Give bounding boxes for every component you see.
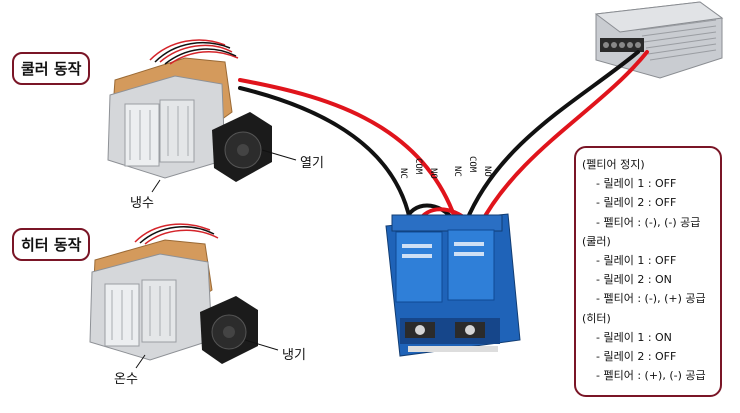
info-item: - 릴레이 2 : OFF xyxy=(596,196,677,210)
info-item: - 릴레이 1 : OFF xyxy=(596,254,677,268)
pin-label: COM xyxy=(413,158,423,175)
info-item: - 펠티어 : (-), (+) 공급 xyxy=(596,292,706,306)
pin-label: NC xyxy=(398,168,408,179)
warm-water-label: 온수 xyxy=(114,372,138,387)
info-item: - 릴레이 2 : ON xyxy=(596,273,672,287)
info-item: - 릴레이 1 : ON xyxy=(596,330,672,344)
relay-state-info-box: (펠티어 정지) - 릴레이 1 : OFF - 릴레이 2 : OFF - 펠… xyxy=(574,146,722,397)
relay-board xyxy=(385,213,521,357)
pin-label: NC xyxy=(452,166,462,177)
section-heading-cooler: (쿨러) xyxy=(582,234,611,248)
cold-release-label: 냉기 xyxy=(282,348,306,363)
section-heading-stop: (펠티어 정지) xyxy=(582,158,645,171)
peltier-module-cooler xyxy=(107,39,272,182)
wires xyxy=(238,50,649,227)
section-heading-heater: (히터) xyxy=(582,311,611,325)
power-supply xyxy=(594,1,724,79)
heat-release-label: 열기 xyxy=(300,156,324,171)
pin-label: NO xyxy=(482,166,492,177)
peltier-module-heater xyxy=(89,223,258,364)
info-item: - 펠티어 : (-), (-) 공급 xyxy=(596,215,701,229)
info-item: - 펠티어 : (+), (-) 공급 xyxy=(596,369,706,383)
pin-label: COM xyxy=(467,156,477,173)
cold-water-label: 냉수 xyxy=(130,196,154,211)
pin-label: NO xyxy=(428,168,438,179)
info-item: - 릴레이 1 : OFF xyxy=(596,177,677,191)
info-item: - 릴레이 2 : OFF xyxy=(596,350,677,364)
heater-operation-badge: 히터 동작 xyxy=(12,228,91,261)
cooler-operation-badge: 쿨러 동작 xyxy=(12,52,91,85)
